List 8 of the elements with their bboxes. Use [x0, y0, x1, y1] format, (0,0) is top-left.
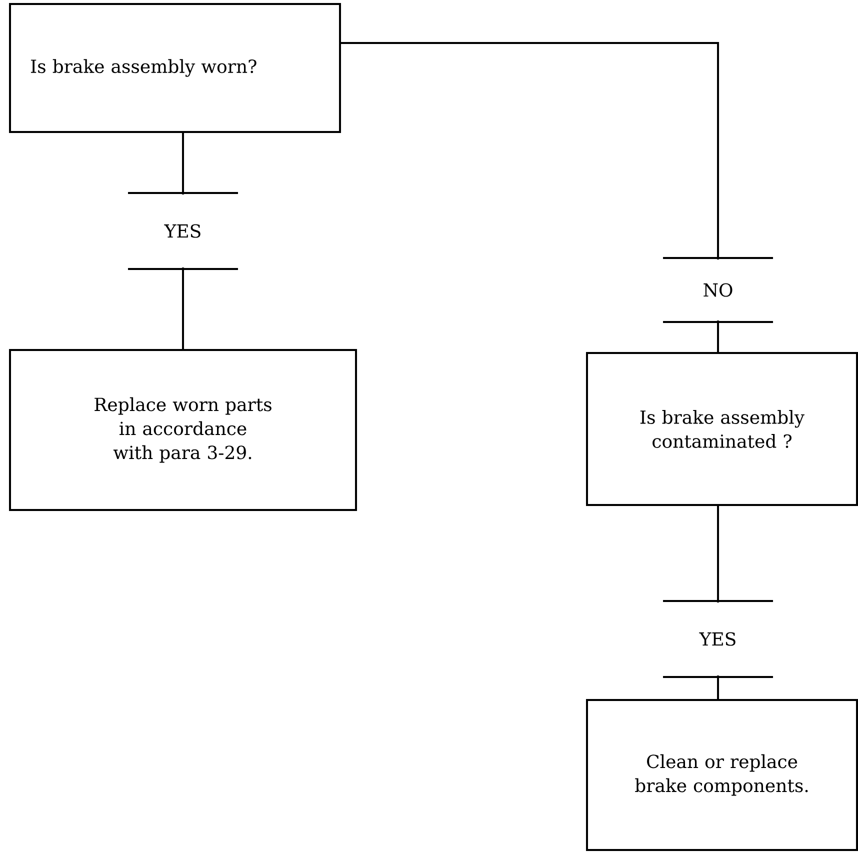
- edge-label: NO: [700, 260, 736, 320]
- edge-label: YES: [697, 602, 739, 676]
- process-box: Is brake assembly contaminated ?: [586, 352, 858, 506]
- edge-label: YES: [162, 194, 204, 268]
- process-box: Is brake assembly worn?: [9, 3, 341, 133]
- process-box: Clean or replace brake components.: [586, 699, 858, 851]
- connector: [341, 42, 720, 352]
- process-box: Replace worn parts in accordance with para 3-29.: [9, 349, 357, 511]
